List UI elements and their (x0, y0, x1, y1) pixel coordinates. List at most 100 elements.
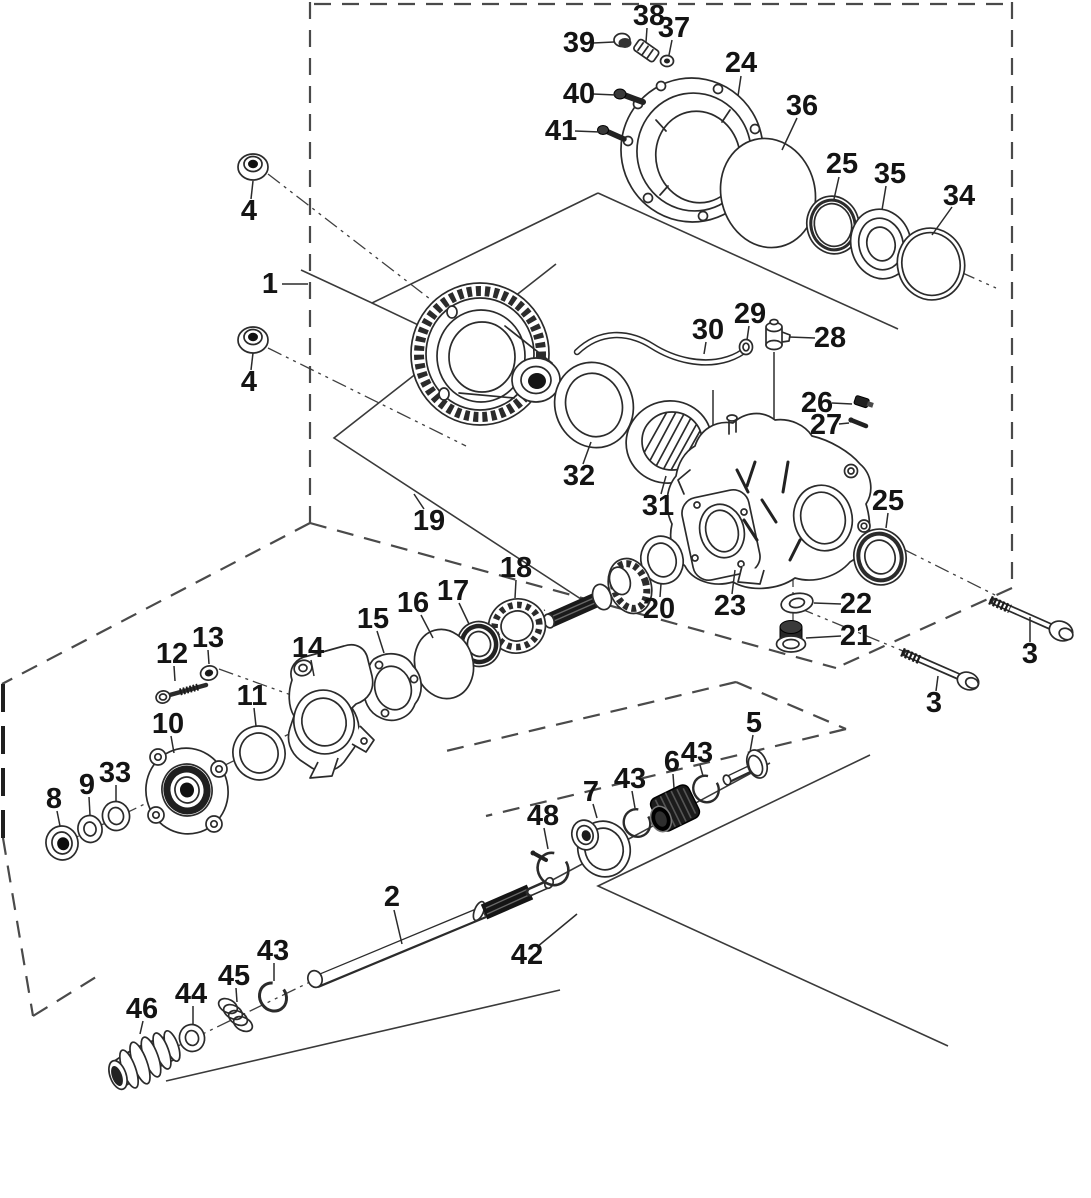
callout-26-28: 26 (801, 387, 833, 419)
callout-38-40: 38 (633, 0, 665, 32)
callout-40-42: 40 (563, 78, 595, 110)
callout-4-5: 4 (241, 366, 257, 398)
nut-13 (199, 665, 219, 681)
callout-43-46: 43 (614, 763, 646, 795)
screw-27 (848, 417, 869, 429)
callout-12-13: 12 (156, 638, 188, 670)
callout-leader-42-44 (536, 913, 578, 948)
washer-33 (101, 800, 131, 832)
callout-3-3: 3 (926, 687, 942, 719)
shaft-box-corner (735, 680, 847, 731)
callout-leader-18-19 (514, 579, 517, 599)
shaft-bolt-5 (722, 749, 769, 786)
axis-nut-top (267, 173, 453, 317)
bearing-holder-bracket-14 (287, 643, 375, 779)
axis-bolt-upper (902, 548, 1000, 598)
axis-nut-bottom (267, 347, 467, 447)
flange-nut-4-top (237, 153, 269, 181)
callout-6-7: 6 (664, 746, 680, 778)
plug-39 (613, 32, 632, 48)
bleed-screw-26 (853, 395, 874, 409)
circlip-43-left (257, 981, 289, 1013)
callout-leader-5-6 (749, 734, 754, 753)
ring-gear (410, 282, 561, 426)
boundary-bottom-right (835, 586, 1013, 670)
callout-17-18: 17 (437, 575, 469, 607)
callout-leader-34-36 (931, 206, 953, 236)
callout-leader-46-50 (139, 1020, 144, 1035)
callout-leader-12-13 (173, 665, 176, 682)
shaft-box-bottom (485, 727, 847, 818)
collar-20 (639, 535, 685, 585)
oil-seal-25-upper (805, 195, 861, 255)
callout-44-48: 44 (175, 978, 207, 1010)
dashed-boundary-boxes (1, 2, 1014, 1017)
washer-9 (77, 814, 103, 844)
callout-leader-25-27 (885, 512, 889, 529)
boundary-lower-left-arm (32, 976, 97, 1017)
callout-leader-17-18 (458, 602, 470, 625)
callout-25-27: 25 (872, 485, 904, 517)
callout-leader-21-22 (805, 635, 842, 639)
callout-22-23: 22 (840, 588, 872, 620)
callout-leader-23-24 (731, 569, 736, 595)
callout-leader-3-3 (935, 675, 939, 692)
callout-31-33: 31 (642, 490, 674, 522)
bearing-35 (849, 208, 913, 280)
callout-leader-32-34 (582, 441, 592, 465)
callout-14-15: 14 (292, 632, 324, 664)
callout-leader-38-40 (645, 27, 648, 43)
callout-21-22: 21 (840, 620, 872, 652)
flange-nut-4-bottom (237, 326, 269, 354)
snap-ring-43-mid (622, 808, 652, 838)
drain-plug-21 (775, 620, 807, 653)
oil-seal-25-lower (853, 528, 907, 586)
callout-leader-25-26 (833, 176, 840, 200)
bolt-40 (613, 88, 646, 105)
pinion-gear-shaft (542, 557, 653, 629)
oil-seal-32 (553, 361, 635, 449)
breather-joint-28 (765, 318, 791, 351)
callout-leader-4-5 (250, 352, 254, 371)
callout-leader-45-49 (235, 987, 238, 1003)
callout-leader-39-41 (592, 41, 615, 44)
callout-20-21: 20 (643, 593, 675, 625)
callout-25-26: 25 (826, 148, 858, 180)
callout-leader-9-10 (88, 796, 91, 816)
callout-32-34: 32 (563, 460, 595, 492)
coupling-46 (108, 1029, 181, 1091)
callout-leader-20-21 (659, 583, 662, 598)
callout-3-2: 3 (1022, 638, 1038, 670)
callout-leader-29-31 (746, 325, 750, 341)
callout-leader-22-23 (813, 602, 842, 605)
callout-29-31: 29 (734, 298, 766, 330)
bolt-41 (597, 125, 627, 142)
boundary-left-diagonal (1, 522, 311, 685)
flange-bolt-3-upper (988, 595, 1074, 642)
callout-leader-13-14 (207, 649, 210, 665)
callout-46-50: 46 (126, 993, 158, 1025)
callout-42-44: 42 (511, 939, 543, 971)
callout-1-0: 1 (262, 268, 278, 300)
callout-5-6: 5 (746, 707, 762, 739)
callout-39-41: 39 (563, 27, 595, 59)
callout-leader-27-29 (838, 422, 850, 425)
callout-leader-43-46 (631, 790, 636, 809)
bearing-case-7 (570, 819, 632, 878)
callout-leader-48-51 (543, 827, 549, 850)
axis-bolt-lower (798, 607, 904, 652)
final-driven-hub-10 (145, 747, 229, 835)
flange-bolt-3-lower (900, 647, 980, 691)
bracket-42-lower (165, 989, 561, 1082)
callout-16-17: 16 (397, 587, 429, 619)
snap-ring-43-right (692, 774, 720, 804)
callout-24-25: 24 (725, 47, 757, 79)
callout-leader-19-20 (413, 493, 425, 510)
gear-case-23 (666, 412, 872, 590)
callout-leader-15-16 (376, 630, 385, 654)
cap-8 (45, 825, 79, 861)
sealing-washer-22 (780, 592, 814, 614)
